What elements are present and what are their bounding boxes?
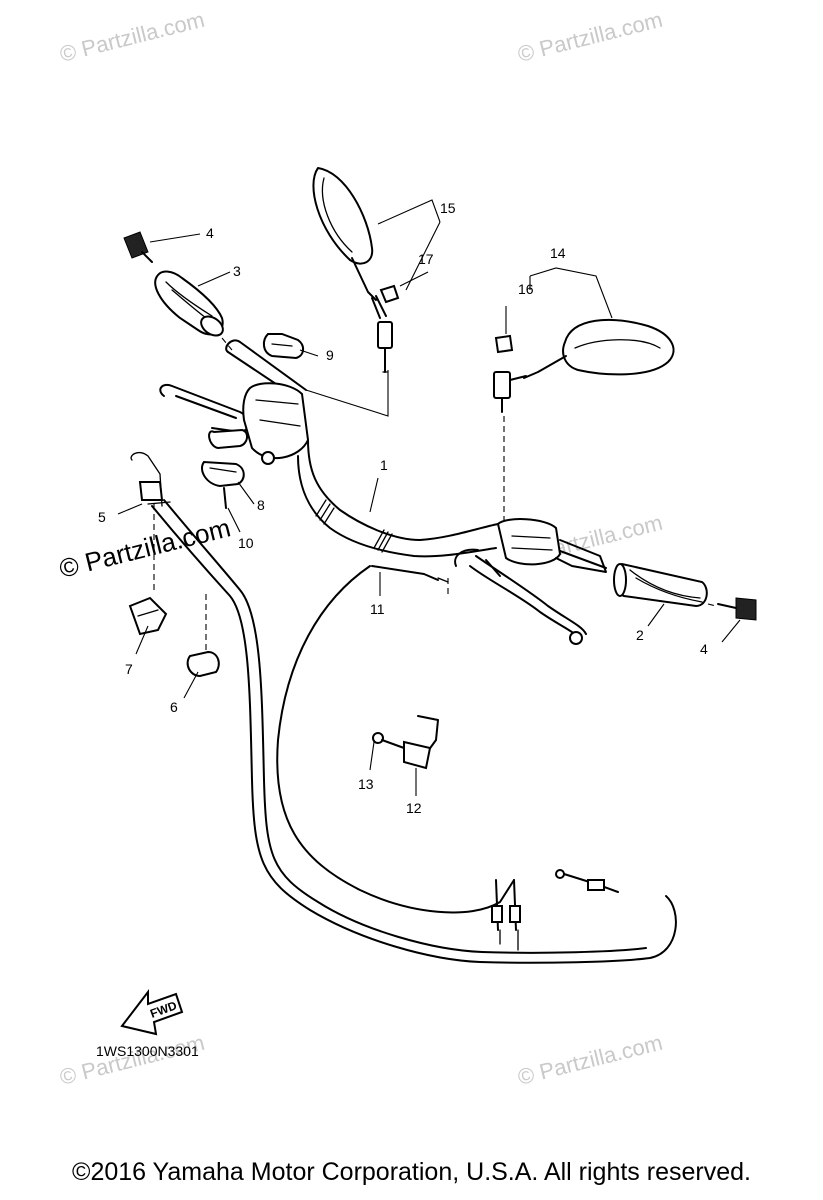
handlebar <box>297 439 607 569</box>
mirror-adapter-nut-right <box>494 334 514 354</box>
callout-15: 15 <box>440 200 456 216</box>
holder-clamp-9 <box>262 333 304 360</box>
callout-4-left: 4 <box>206 225 214 241</box>
watermark-bottom-right: © Partzilla.com <box>515 1030 665 1090</box>
callout-13: 13 <box>358 776 374 792</box>
cable-clamp-7 <box>128 596 168 636</box>
left-mirror <box>312 167 393 373</box>
callout-2: 2 <box>636 627 644 643</box>
callout-3: 3 <box>233 263 241 279</box>
callout-9: 9 <box>326 347 334 363</box>
copyright-footer: ©2016 Yamaha Motor Corporation, U.S.A. A… <box>72 1158 751 1186</box>
callout-8: 8 <box>257 497 265 513</box>
callout-4-right: 4 <box>700 641 708 657</box>
cable-clamp-6 <box>186 650 220 678</box>
holder-8 <box>201 460 245 488</box>
callout-16: 16 <box>518 281 534 297</box>
cable-guide-5 <box>138 481 164 501</box>
callout-1: 1 <box>380 457 388 473</box>
clutch-cable <box>276 565 515 914</box>
right-grip-end <box>717 597 757 621</box>
callout-7: 7 <box>125 661 133 677</box>
callout-5: 5 <box>98 509 106 525</box>
left-grip-end <box>123 231 153 263</box>
bracket-12 <box>403 715 439 770</box>
diagram-code: 1WS1300N3301 <box>96 1043 199 1059</box>
right-switch-throttle <box>454 518 607 645</box>
clutch-lever-assembly <box>159 339 310 465</box>
watermark-top-right: © Partzilla.com <box>515 7 665 67</box>
fwd-arrow-icon: FWD <box>120 989 184 1036</box>
callout-14-bracket <box>529 267 613 319</box>
callout-10: 10 <box>238 535 254 551</box>
mirror-adapter-nut-left <box>379 284 400 304</box>
screw-10 <box>223 487 227 509</box>
callout-11: 11 <box>370 601 385 617</box>
watermark-mid-left: © Partzilla.com <box>56 512 233 583</box>
left-grip <box>154 270 224 337</box>
watermark-top-left: © Partzilla.com <box>57 7 207 67</box>
right-grip <box>613 562 708 608</box>
bolt-13 <box>372 732 405 749</box>
callout-14: 14 <box>550 245 566 261</box>
watermark-bottom-left: © Partzilla.com <box>57 1030 207 1090</box>
callout-17: 17 <box>418 251 434 267</box>
right-mirror <box>493 318 675 413</box>
callout-6: 6 <box>170 699 178 715</box>
callout-12: 12 <box>406 800 422 816</box>
callout-15-bracket <box>377 199 441 225</box>
cable-ends-lower <box>491 869 619 951</box>
